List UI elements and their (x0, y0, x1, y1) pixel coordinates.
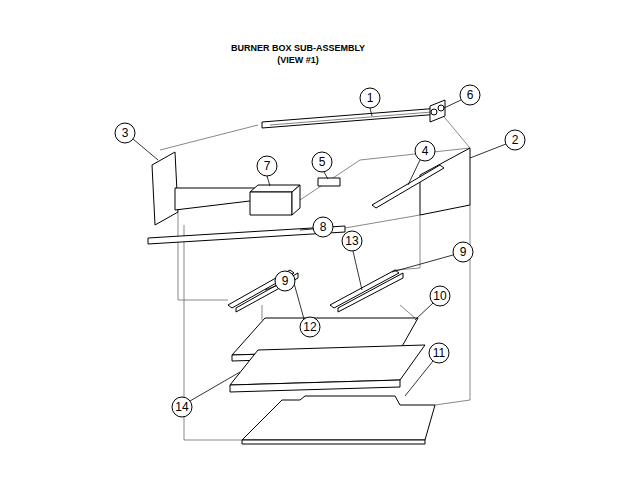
panel-flange (175, 188, 258, 210)
leader-line (265, 286, 276, 290)
callout-circle (415, 141, 435, 161)
leader-line (408, 160, 420, 185)
callout-circle (360, 88, 380, 108)
callout-circle (505, 130, 525, 150)
channel-part (338, 273, 403, 312)
leader-line (324, 172, 328, 179)
callout-circle (312, 152, 332, 172)
callout-number: 14 (172, 397, 192, 417)
leader-line (370, 108, 372, 116)
leader-line (133, 139, 158, 160)
strip-part (372, 165, 444, 208)
leader-lines (133, 100, 506, 401)
plate-edge (242, 440, 425, 444)
alignment-line (440, 112, 470, 148)
leader-line (470, 144, 506, 158)
leader-line (353, 251, 362, 290)
alignment-line (262, 305, 263, 320)
callout-circle (172, 397, 192, 417)
channel-part (330, 270, 399, 308)
bracket-hole (438, 105, 444, 111)
alignment-line (395, 215, 420, 270)
alignment-line (400, 305, 415, 318)
bracket-hole (431, 109, 437, 115)
leader-line (190, 372, 240, 401)
rail-edge (270, 112, 432, 125)
callout-circle (313, 217, 333, 237)
leader-line (405, 361, 433, 396)
alignment-line (178, 212, 228, 300)
callout-circle (275, 271, 295, 291)
alignment-lines (160, 112, 470, 440)
callout-number: 8 (313, 217, 333, 237)
callout-circle (460, 85, 480, 105)
callout-number: 12 (300, 317, 320, 337)
callout-circle (429, 343, 449, 363)
callout-number: 9 (453, 242, 473, 262)
callout-number: 7 (257, 156, 277, 176)
leader-line (267, 176, 270, 186)
callout-number: 2 (505, 130, 525, 150)
callout-circle (115, 123, 135, 143)
callout-number: 13 (342, 231, 362, 251)
callout-circle (257, 156, 277, 176)
channel-part (228, 270, 294, 308)
callout-circle (300, 317, 320, 337)
alignment-line (345, 215, 420, 228)
callout-circle (430, 286, 450, 306)
leader-line (444, 100, 461, 108)
callout-number: 1 (360, 88, 380, 108)
small-plate (318, 178, 340, 186)
callout-circle (453, 242, 473, 262)
callout-circle (342, 231, 362, 251)
leader-line (300, 229, 313, 230)
alignment-line (184, 225, 242, 440)
rail-part (262, 108, 440, 128)
callout-circles (115, 85, 525, 417)
callout-number: 6 (460, 85, 480, 105)
bottom-plate (242, 396, 435, 440)
diagram-title: BURNER BOX SUB-ASSEMBLY (VIEW #1) (223, 42, 373, 66)
insulation-slab (230, 345, 425, 385)
bracket-part (430, 100, 445, 122)
callout-number: 10 (430, 286, 450, 306)
box-front (250, 192, 292, 215)
callout-number: 4 (415, 141, 435, 161)
box-side (292, 185, 300, 215)
callout-number: 9 (275, 271, 295, 291)
parts (148, 100, 470, 444)
slab-edge (230, 380, 400, 392)
callout-number: 3 (115, 123, 135, 143)
leader-line (392, 255, 453, 272)
side-panel (152, 152, 178, 225)
leader-line (415, 303, 433, 320)
callout-number: 11 (429, 343, 449, 363)
alignment-line (160, 125, 258, 150)
callout-number: 5 (312, 152, 332, 172)
